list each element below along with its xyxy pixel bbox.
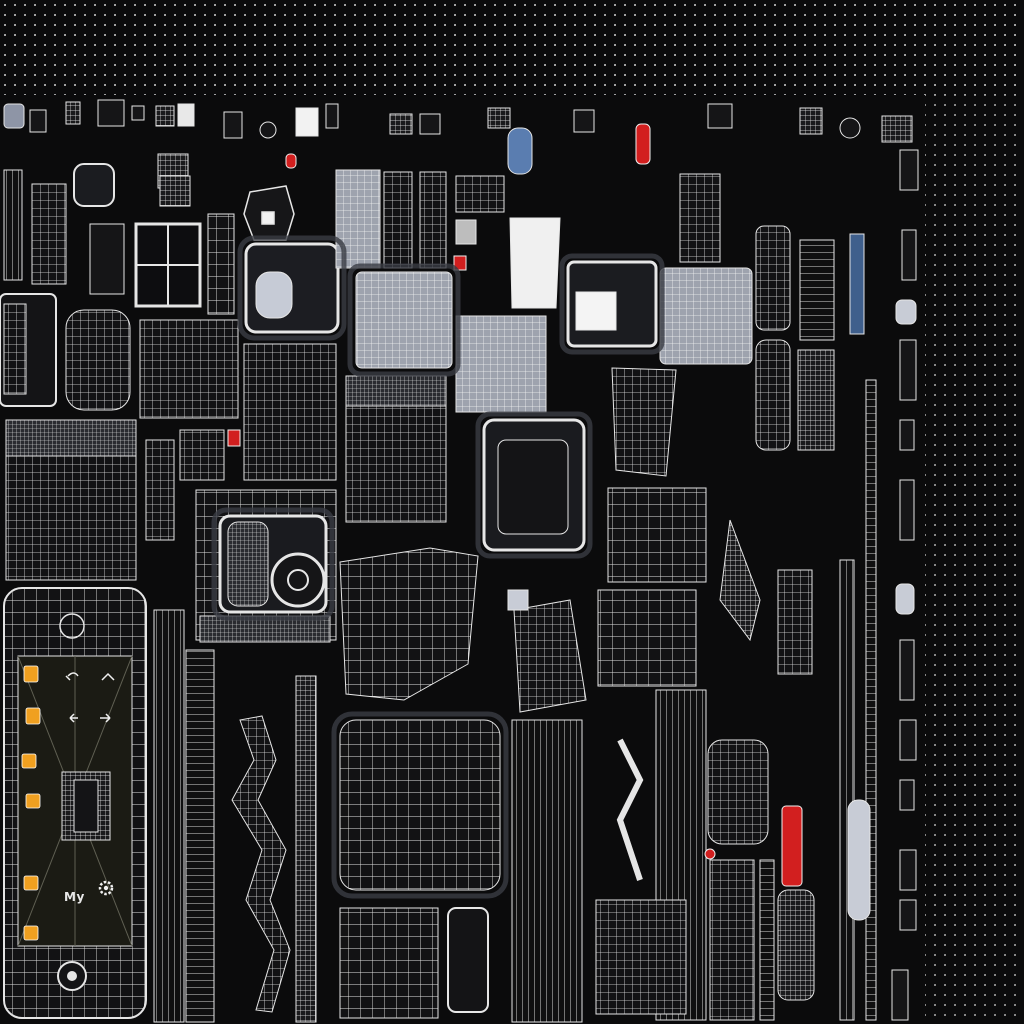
blue-accents [507,127,917,921]
top-small-islands [3,99,913,143]
octagon-island [243,185,295,241]
dotted-right-band [925,95,1024,1024]
dotted-top-band [0,0,1024,95]
center-mesh [339,367,707,1019]
zigzag-strips [231,519,761,1013]
phone-texture [3,587,147,1019]
island-halos [211,235,665,899]
red-accents [227,123,803,887]
phone-screen-label: My [64,890,85,904]
app-tiles [21,665,41,941]
right-column-islands [891,149,919,1021]
gear-icon [98,880,114,896]
arrow-right-icon [100,713,111,723]
vertical-strips [153,225,877,1023]
arrow-left-icon [69,713,78,723]
left-upper-islands [0,153,239,419]
chevron-up-icon [101,672,115,681]
center-upper-islands [244,169,753,413]
back-icon [65,672,79,681]
